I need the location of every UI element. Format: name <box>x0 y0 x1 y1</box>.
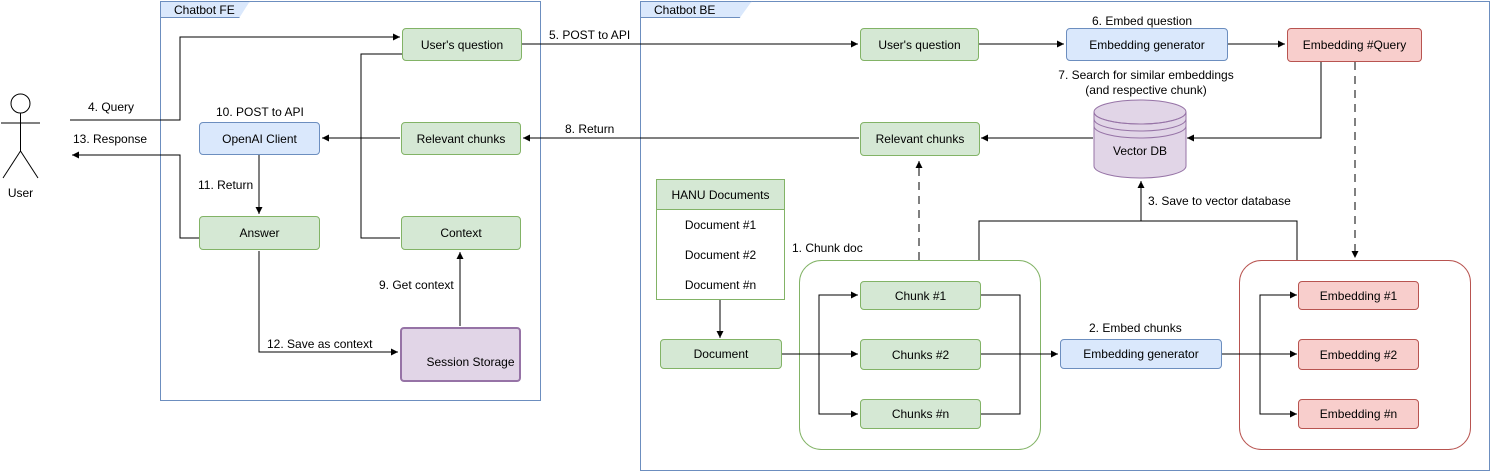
chunk-2[interactable]: Chunks #2 <box>860 339 981 370</box>
label-search-line2: (and respective chunk) <box>1085 83 1207 97</box>
edge-save-vector-left <box>978 220 1141 260</box>
embedding-2[interactable]: Embedding #2 <box>1298 339 1419 370</box>
chunk-n[interactable]: Chunks #n <box>860 399 981 429</box>
session-storage[interactable]: Session Storage <box>400 327 521 382</box>
embedding-n[interactable]: Embedding #n <box>1298 399 1419 429</box>
embedding-query[interactable]: Embedding #Query <box>1287 28 1422 62</box>
hanu-documents[interactable]: HANU Documents Document #1 Document #2 D… <box>656 179 785 300</box>
label-post-api-fe: 10. POST to API <box>216 105 304 119</box>
label-chunk-doc: 1. Chunk doc <box>792 241 863 255</box>
label-embed-question: 6. Embed question <box>1092 14 1193 28</box>
edge-save-vector-right <box>1141 220 1298 260</box>
embeddings-group <box>1239 260 1471 450</box>
edge-doc-chunkn <box>818 354 858 418</box>
label-return-11: 11. Return <box>198 178 254 192</box>
fe-users-question[interactable]: User's question <box>402 28 522 61</box>
vector-db-cylinder <box>1093 99 1187 179</box>
label-return-8: 8. Return <box>565 122 615 136</box>
document-item: Document #1 <box>684 218 757 232</box>
edge-save-context <box>258 251 398 356</box>
answer[interactable]: Answer <box>199 216 320 250</box>
be-relevant-chunks[interactable]: Relevant chunks <box>860 122 980 156</box>
label-save-vector: 3. Save to vector database <box>1148 194 1291 208</box>
user-label: User <box>7 186 34 200</box>
edge-context-openai <box>360 138 400 239</box>
edge-chunk1-embed <box>981 294 1021 354</box>
edge-query <box>70 33 400 121</box>
edge-response <box>72 151 199 239</box>
label-embed-chunks: 2. Embed chunks <box>1089 321 1182 335</box>
label-response: 13. Response <box>73 132 148 146</box>
backend-container <box>640 1 1490 471</box>
context[interactable]: Context <box>401 216 521 250</box>
edge-chunkn-embed <box>981 354 1021 415</box>
be-users-question[interactable]: User's question <box>860 28 979 61</box>
embedding-1[interactable]: Embedding #1 <box>1298 281 1419 310</box>
label-query: 4. Query <box>88 100 135 114</box>
hanu-documents-header: HANU Documents <box>657 180 784 210</box>
vector-db-label: Vector DB <box>1112 144 1168 158</box>
label-search-line1: 7. Search for similar embeddings <box>1058 68 1234 82</box>
edge-embed-en <box>1259 354 1297 418</box>
label-post-api: 5. POST to API <box>549 28 631 42</box>
fe-relevant-chunks[interactable]: Relevant chunks <box>401 122 521 155</box>
label-get-context: 9. Get context <box>379 278 454 292</box>
document[interactable]: Document <box>660 339 782 369</box>
document-item: Document #2 <box>684 248 757 262</box>
backend-title-tab: Chatbot BE <box>640 1 752 18</box>
edge-doc-chunk1 <box>818 291 858 354</box>
openai-client[interactable]: OpenAI Client <box>199 122 320 155</box>
embedding-generator-chunks[interactable]: Embedding generator <box>1060 339 1222 369</box>
edge-embed-e1 <box>1259 291 1297 354</box>
document-item: Document #n <box>684 278 757 292</box>
chunk-1[interactable]: Chunk #1 <box>860 281 981 310</box>
label-save-context: 12. Save as context <box>267 337 373 351</box>
chunks-group <box>799 260 1041 450</box>
edge-query-vectordb <box>1187 61 1322 142</box>
user-actor-figure <box>1 93 40 179</box>
frontend-title-tab: Chatbot FE <box>160 1 250 18</box>
edge-question-openai <box>360 53 402 138</box>
frontend-container <box>160 1 541 401</box>
embedding-generator-question[interactable]: Embedding generator <box>1066 28 1228 61</box>
